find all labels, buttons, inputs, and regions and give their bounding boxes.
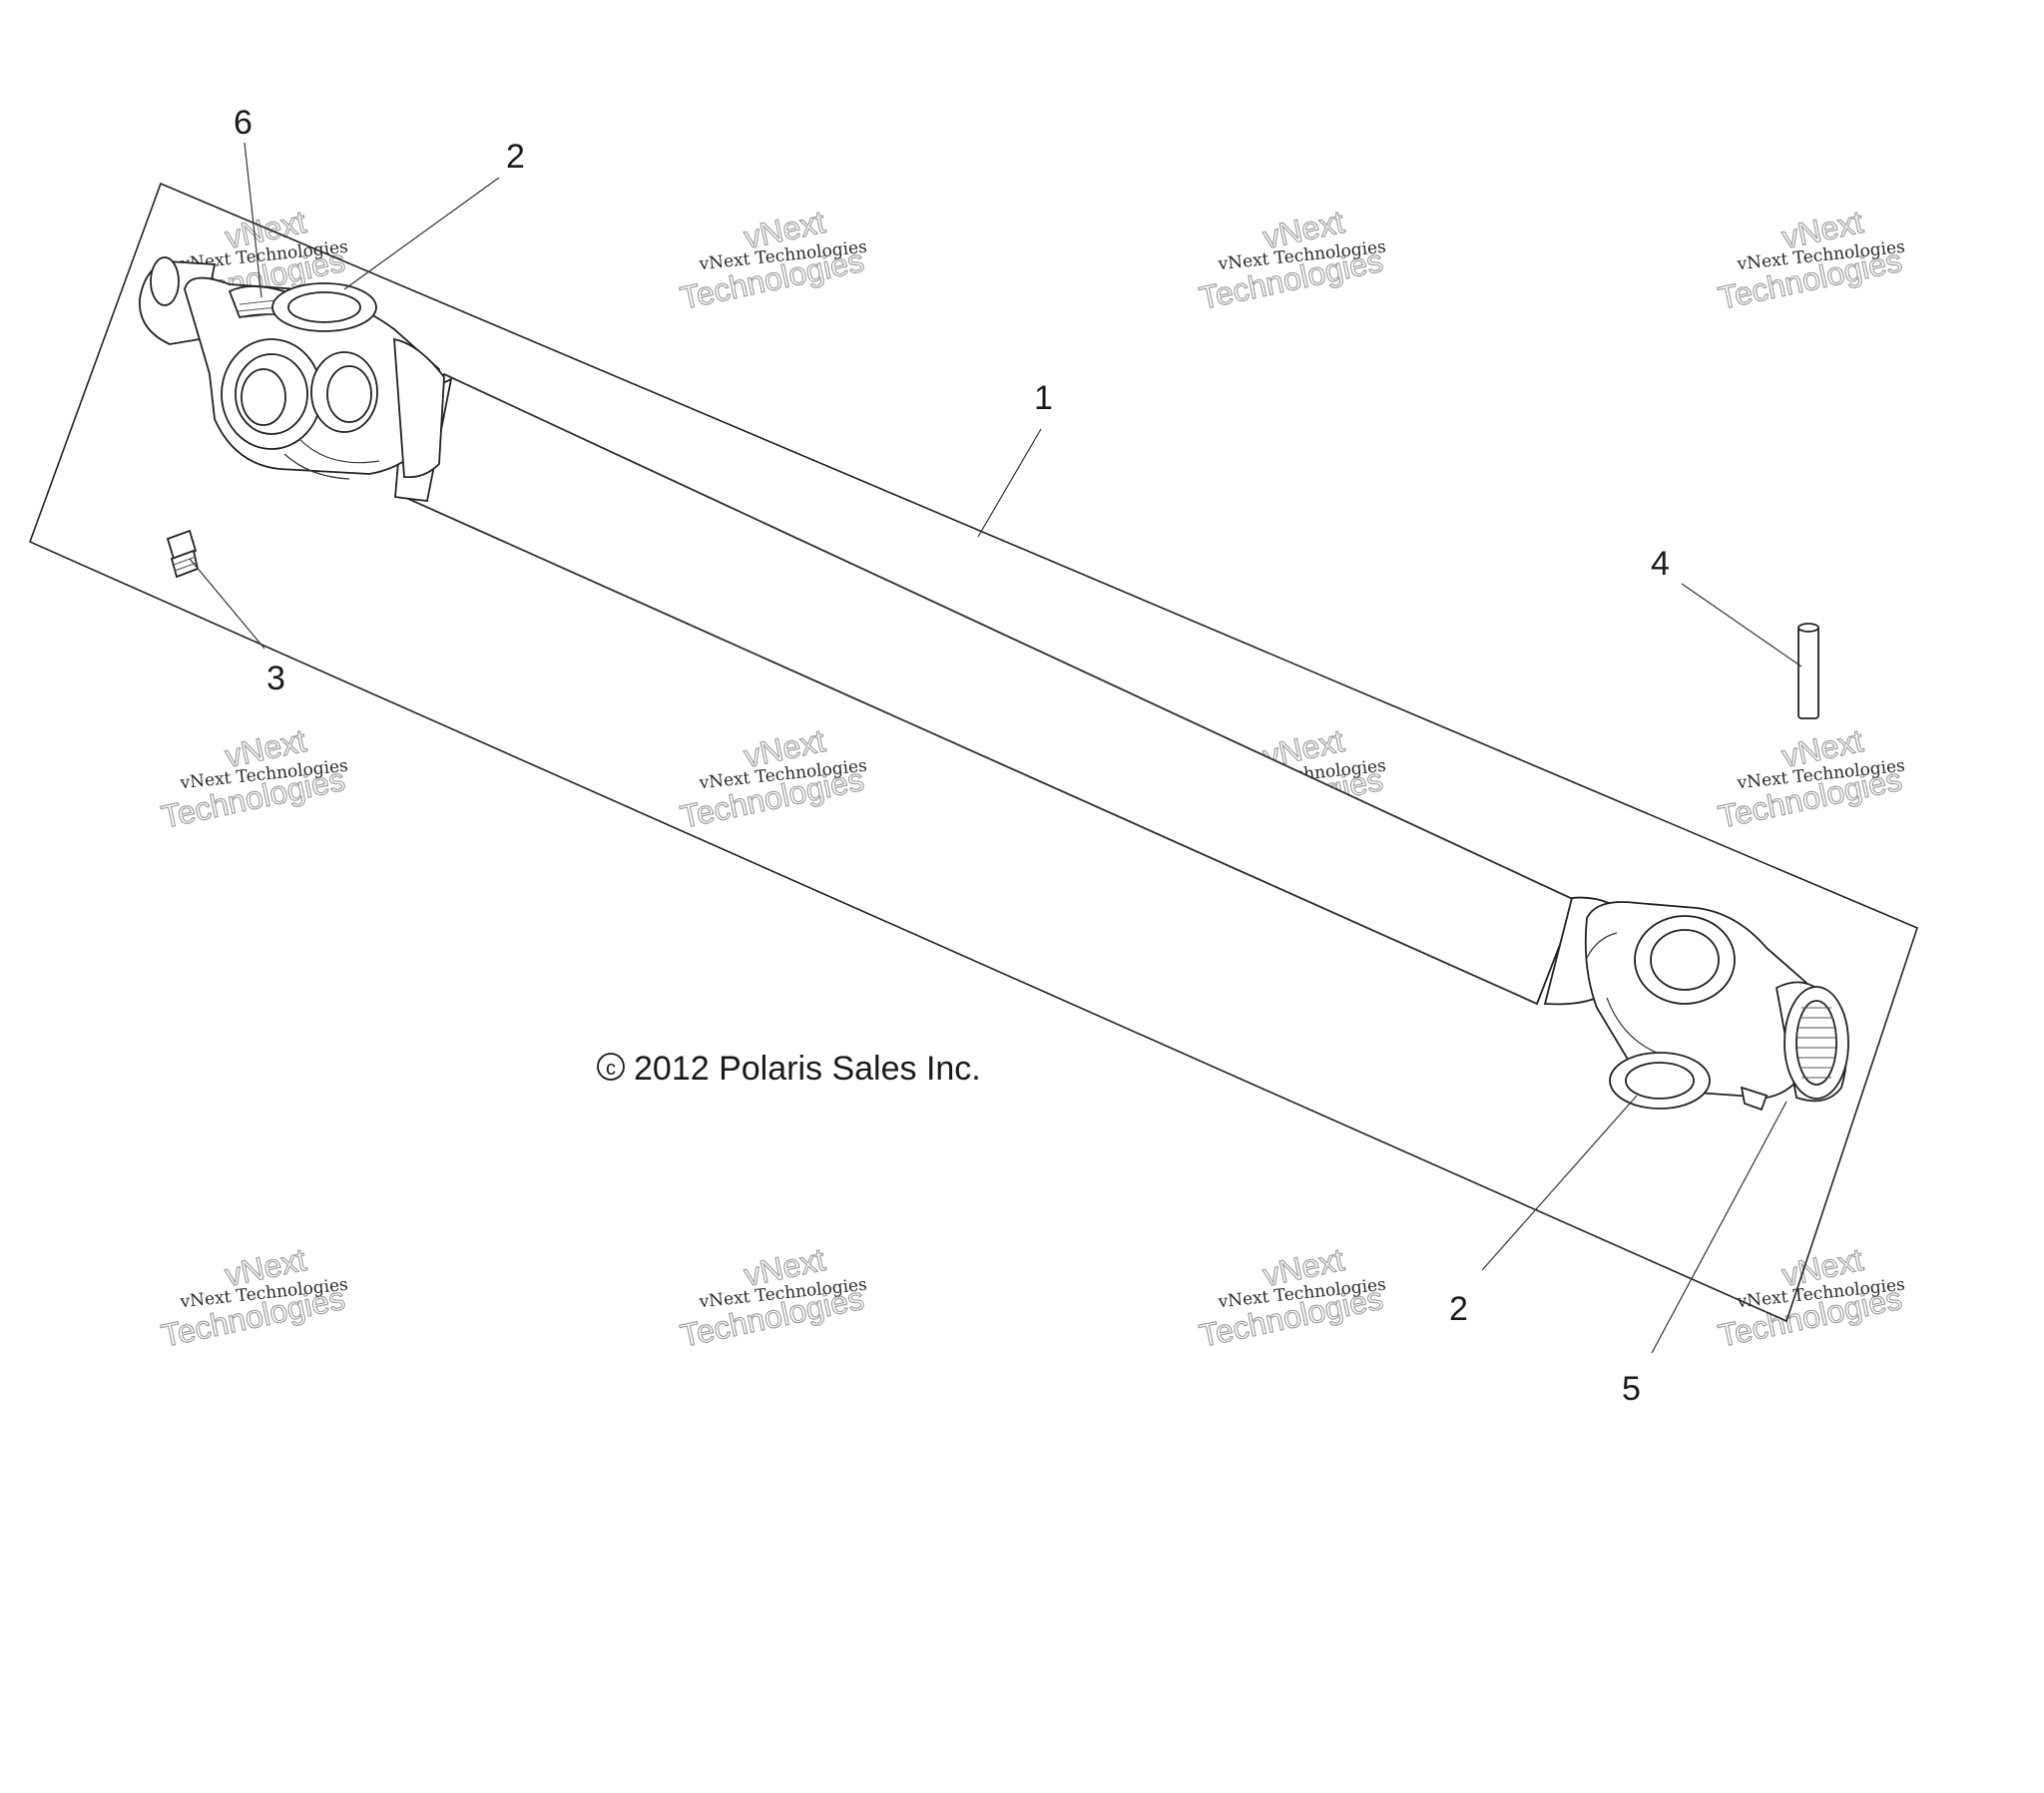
callout-2-bottom: 2 [1449,1290,1468,1328]
copyright-circle [597,1053,625,1081]
left-u-joint [139,256,445,480]
leader-lines [189,142,1802,1354]
callout-3: 3 [266,660,285,697]
callout-4: 4 [1651,545,1670,583]
callout-6: 6 [234,104,253,142]
grease-fitting-part-3 [166,529,200,579]
right-u-joint [1584,901,1849,1112]
assembly-frame [28,182,1918,1323]
copyright-symbol: c [606,1058,616,1080]
callout-5: 5 [1622,1370,1641,1408]
callout-labels: 1 2 2 3 4 5 6 [234,104,1670,1408]
drive-shaft-tube [394,372,1610,1006]
callout-1: 1 [1034,379,1053,417]
callout-2-top: 2 [506,138,525,176]
copyright-text: 2012 Polaris Sales Inc. [634,1050,981,1088]
copyright-notice: c 2012 Polaris Sales Inc. [597,1050,981,1088]
roll-pin-part-4 [1797,623,1819,719]
